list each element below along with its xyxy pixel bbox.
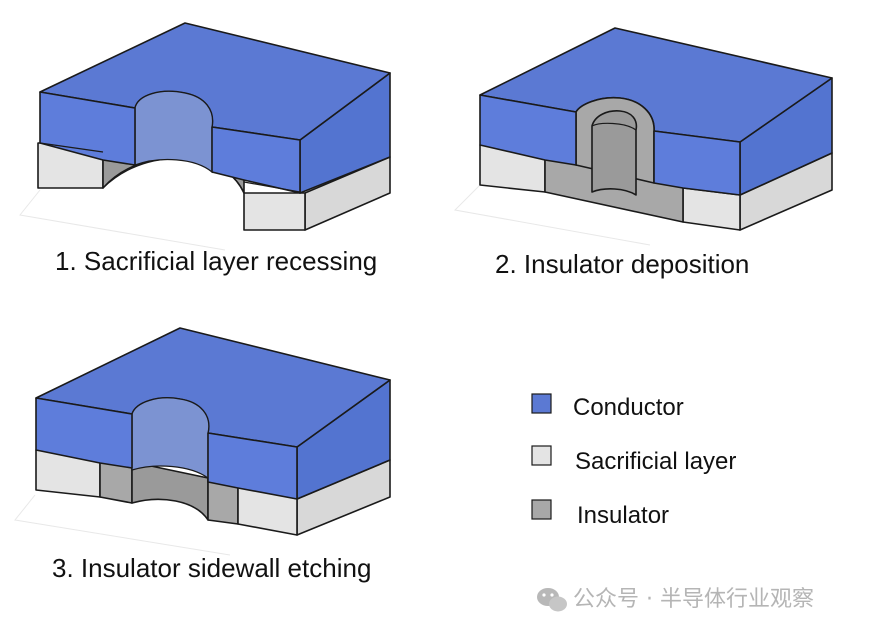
panel-2-insulator-deposition: 2. Insulator deposition [453, 27, 833, 279]
legend-swatch-insulator [531, 499, 552, 520]
legend-label-sacrificial-layer: Sacrificial layer [575, 448, 736, 475]
watermark: 公众号 · 半导体行业观察 [537, 587, 814, 612]
legend-label-conductor: Conductor [573, 394, 684, 421]
panel-3-conductor-front-left [35, 397, 133, 469]
panel-1-edge-line [39, 142, 104, 153]
panel-2-caption: 2. Insulator deposition [495, 249, 749, 279]
legend-label-insulator: Insulator [577, 502, 669, 529]
panel-3-base-guide [14, 494, 231, 556]
panel-1-caption: 1. Sacrificial layer recessing [55, 246, 377, 276]
panel-3-hole-wall [131, 397, 210, 480]
panel-3-insulator-sidewall-etching: 3. Insulator sidewall etching [14, 327, 391, 583]
panel-1-edge-line-2 [243, 181, 301, 193]
panel-2-conductor-front-right [653, 130, 741, 196]
panel-2-base-guide [453, 184, 651, 246]
watermark-text: 公众号 · 半导体行业观察 [573, 587, 814, 612]
panel-1-hole-wall [134, 90, 214, 174]
legend: Conductor Sacrificial layer Insulator [531, 393, 736, 529]
legend-swatch-sacrificial-layer [531, 445, 552, 466]
panel-1-sacrificial-front-right [243, 192, 306, 231]
legend-swatch-conductor [531, 393, 552, 414]
panel-1-sacrificial-layer-recessing: 1. Sacrificial layer recessing [19, 22, 391, 276]
wechat-icon [537, 588, 567, 612]
panel-2-hole-opening [591, 110, 638, 196]
panel-2-conductor-front-left [479, 94, 577, 166]
panel-1-base-guide [19, 189, 226, 251]
panel-3-caption: 3. Insulator sidewall etching [52, 553, 371, 583]
panel-2-hole-rim [591, 122, 637, 131]
panel-3-conductor-front-right [207, 432, 298, 500]
